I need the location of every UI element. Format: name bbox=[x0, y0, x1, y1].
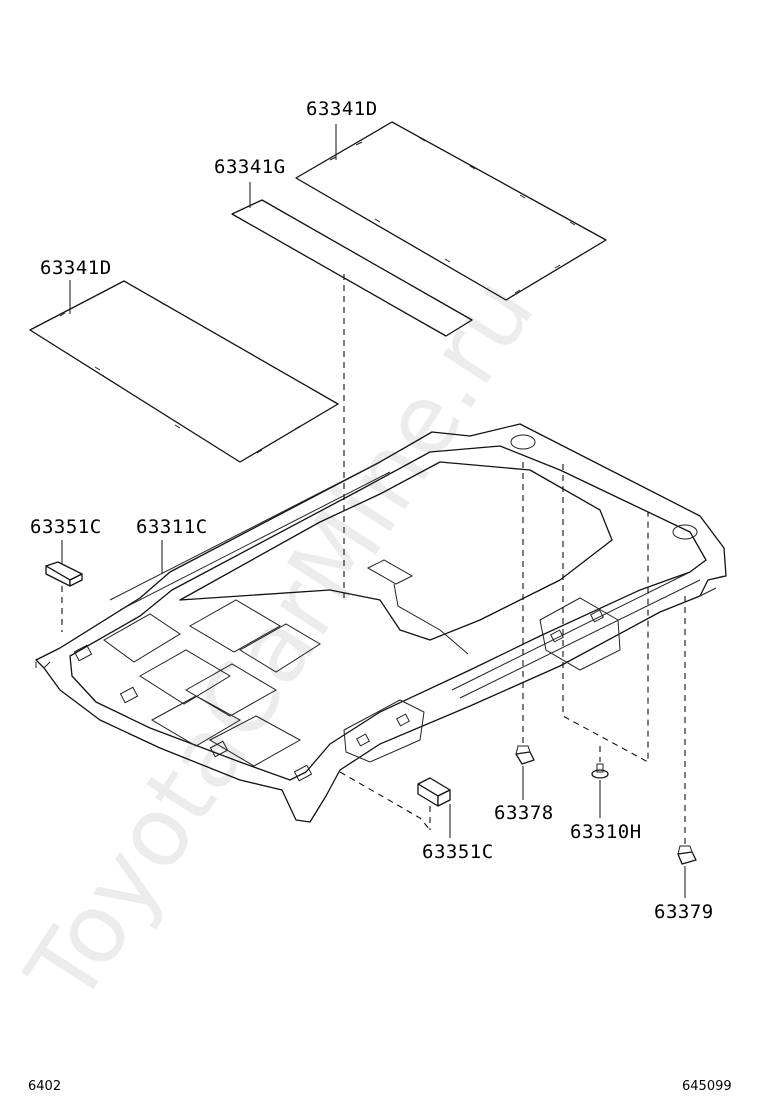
clip-63378[interactable] bbox=[515, 745, 535, 765]
label-top-right-pad: 63341D bbox=[306, 98, 378, 120]
holder-right[interactable] bbox=[417, 777, 451, 807]
guide-clip-63310H bbox=[562, 464, 649, 763]
holder-left[interactable] bbox=[45, 561, 83, 587]
clip-63310H[interactable] bbox=[591, 763, 609, 779]
label-left-pad: 63341D bbox=[40, 257, 112, 279]
pad-left[interactable] bbox=[29, 280, 339, 463]
footer-left-code: 6402 bbox=[28, 1079, 61, 1094]
clip-63379[interactable] bbox=[677, 845, 697, 865]
label-holder-right: 63351C bbox=[422, 841, 494, 863]
label-center-pad: 63341G bbox=[214, 156, 286, 178]
pad-top-right[interactable] bbox=[295, 121, 607, 301]
watermark: ToyotaCarMine.ru bbox=[5, 258, 556, 1023]
label-holder-left: 63351C bbox=[30, 516, 102, 538]
footer-right-code: 645099 bbox=[682, 1079, 732, 1094]
guide-holder-right-b bbox=[339, 771, 431, 831]
label-clip-63310H: 63310H bbox=[570, 821, 642, 843]
label-clip-63378: 63378 bbox=[494, 802, 554, 824]
pad-center-strip[interactable] bbox=[231, 199, 473, 337]
label-clip-63379: 63379 bbox=[654, 901, 714, 923]
label-headliner: 63311C bbox=[136, 516, 208, 538]
headliner-body[interactable] bbox=[35, 423, 727, 823]
